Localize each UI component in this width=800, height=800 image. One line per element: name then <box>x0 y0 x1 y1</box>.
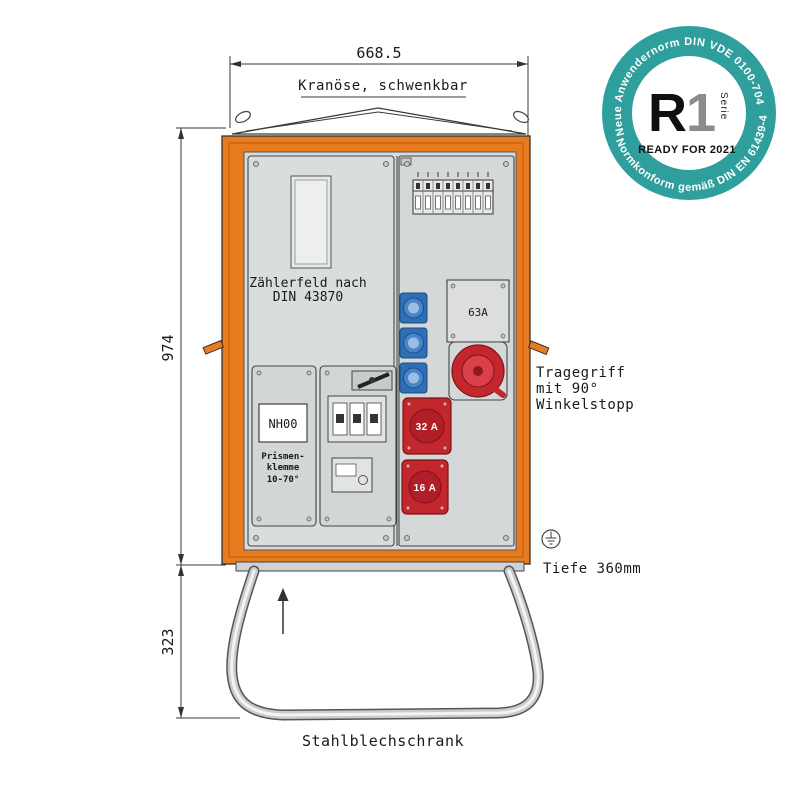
rotary-switch-pivot <box>369 377 375 383</box>
handle-tab-right <box>527 340 550 356</box>
socket-63a: 63A <box>446 279 510 401</box>
badge-inner-circle <box>632 56 746 170</box>
roof-panel <box>231 107 527 135</box>
dim-width-value: 668.5 <box>356 44 401 62</box>
handle-annotation: Tragegriff mit 90° Winkelstopp <box>536 365 634 413</box>
meter-label-2: DIN 43870 <box>273 290 343 305</box>
stand-frame <box>226 561 544 721</box>
crane-eye-right <box>513 110 529 124</box>
meter-field: Zählerfeld nach DIN 43870 <box>249 175 367 305</box>
arrowhead-up <box>178 128 184 139</box>
nh00-panel: NH00 Prismen- klemme 10-70° <box>251 365 317 527</box>
arrowhead-down-2 <box>178 707 184 718</box>
socket-16a-label: 16 A <box>414 483 437 494</box>
dim-height-value: 974 <box>159 334 177 361</box>
badge-ready-label: READY FOR 2021 <box>638 144 736 156</box>
socket-16a: 16 A <box>401 459 449 515</box>
dim-stand-value: 323 <box>159 628 177 655</box>
handle-label-3: Winkelstopp <box>536 397 634 413</box>
small-meter-dial <box>358 475 368 485</box>
badge-code-letter: R <box>648 83 687 143</box>
clamp-label-2: klemme <box>267 463 300 473</box>
r1-badge: Neue Anwendernorm DIN VDE 0100-704 Normk… <box>602 26 776 200</box>
nh00-fuse-box <box>258 403 308 443</box>
stand-tube <box>227 567 543 720</box>
blue-socket-1 <box>399 292 428 324</box>
clamp-label-3: 10-70° <box>267 475 300 485</box>
dimension-height: 974 323 <box>159 127 240 719</box>
crane-label: Kranöse, schwenkbar <box>298 78 468 94</box>
breaker-row-switches <box>416 183 490 189</box>
handle-label-1: Tragegriff <box>536 365 625 381</box>
stand-tube-highlight <box>230 569 540 717</box>
meter-window-inner <box>294 179 328 265</box>
socket-32a: 32 A <box>402 397 452 455</box>
socket-63a-label: 63A <box>468 306 488 319</box>
base-plate <box>235 561 525 572</box>
breaker-toggles <box>332 402 382 436</box>
dimension-width: 668.5 <box>229 44 529 138</box>
ground-symbol <box>541 529 561 549</box>
arrowhead-right <box>517 61 528 67</box>
crane-eye-left <box>235 110 251 124</box>
arrowhead-up-2 <box>178 565 184 576</box>
badge-code-number: 1 <box>686 83 716 143</box>
up-arrow-head <box>277 588 289 601</box>
nh00-label: NH00 <box>269 417 298 431</box>
frame-inner-lip <box>228 142 524 558</box>
socket-63a-lever <box>488 383 506 398</box>
socket-32a-label: 32 A <box>416 422 439 433</box>
arrowhead-down <box>178 554 184 565</box>
socket-63a-box <box>446 279 510 343</box>
crane-annotation: Kranöse, schwenkbar <box>298 78 468 98</box>
switch-panel <box>319 365 397 527</box>
caption: Stahlblechschrank <box>302 732 464 750</box>
cabinet-roof <box>231 107 529 135</box>
depth-label: Tiefe 360mm <box>543 561 641 577</box>
clamp-label-1: Prismen- <box>261 451 304 462</box>
badge-serie-label: Serie <box>718 92 729 120</box>
arrowhead-left <box>230 61 241 67</box>
stand-tube-outline <box>226 565 544 721</box>
blue-socket-2 <box>399 327 428 359</box>
meter-label-1: Zählerfeld nach <box>249 276 366 291</box>
handle-tab-left <box>202 339 225 355</box>
door-screws <box>253 161 509 541</box>
handle-label-2: mit 90° <box>536 381 599 397</box>
blue-socket-3 <box>399 362 428 394</box>
small-meter-display <box>335 463 357 477</box>
blue-cee-sockets <box>399 292 428 394</box>
breaker-row <box>412 172 494 215</box>
